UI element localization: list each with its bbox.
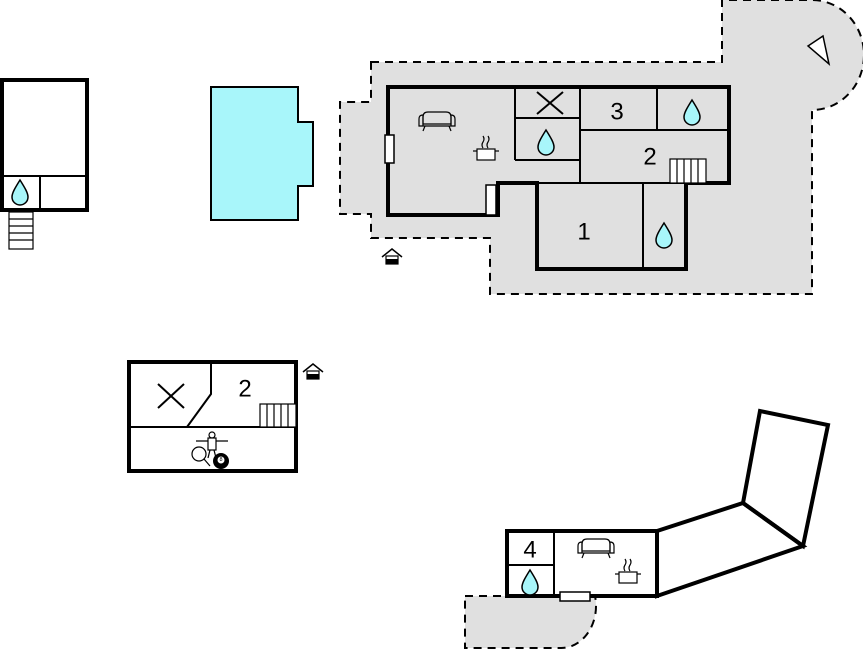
entrance-icon — [302, 363, 324, 380]
staircase-icon — [8, 211, 34, 250]
fitness-icon — [196, 431, 228, 459]
pool — [210, 86, 314, 221]
annex-building: 2 8 — [127, 360, 298, 473]
room-number-3: 3 — [610, 99, 623, 126]
void-cross-icon — [157, 383, 185, 409]
door — [485, 184, 497, 216]
billiard-ball-label: 8 — [219, 457, 222, 463]
staircase-icon — [669, 158, 707, 184]
table-tennis-icon — [191, 446, 211, 467]
door — [559, 591, 591, 602]
entrance-icon — [381, 248, 403, 265]
water-drop-icon — [521, 569, 539, 596]
window — [384, 134, 395, 164]
shed-building — [0, 78, 89, 250]
water-drop-icon — [11, 179, 29, 206]
room-number-2: 2 — [643, 144, 656, 171]
sofa-icon — [577, 538, 615, 559]
terrace-main — [339, 0, 863, 295]
staircase-icon — [259, 403, 297, 428]
compass-icon — [806, 34, 831, 67]
terrace-cottage — [464, 595, 598, 650]
cottage-building: 4 — [505, 408, 831, 602]
main-house: 3 2 1 — [384, 85, 731, 271]
stove-icon — [614, 558, 642, 584]
room-number-2: 2 — [238, 376, 251, 403]
billiard-icon: 8 — [213, 453, 229, 469]
room-number-4: 4 — [523, 537, 536, 564]
room-number-1: 1 — [577, 219, 590, 246]
void-cross-icon — [536, 91, 564, 115]
